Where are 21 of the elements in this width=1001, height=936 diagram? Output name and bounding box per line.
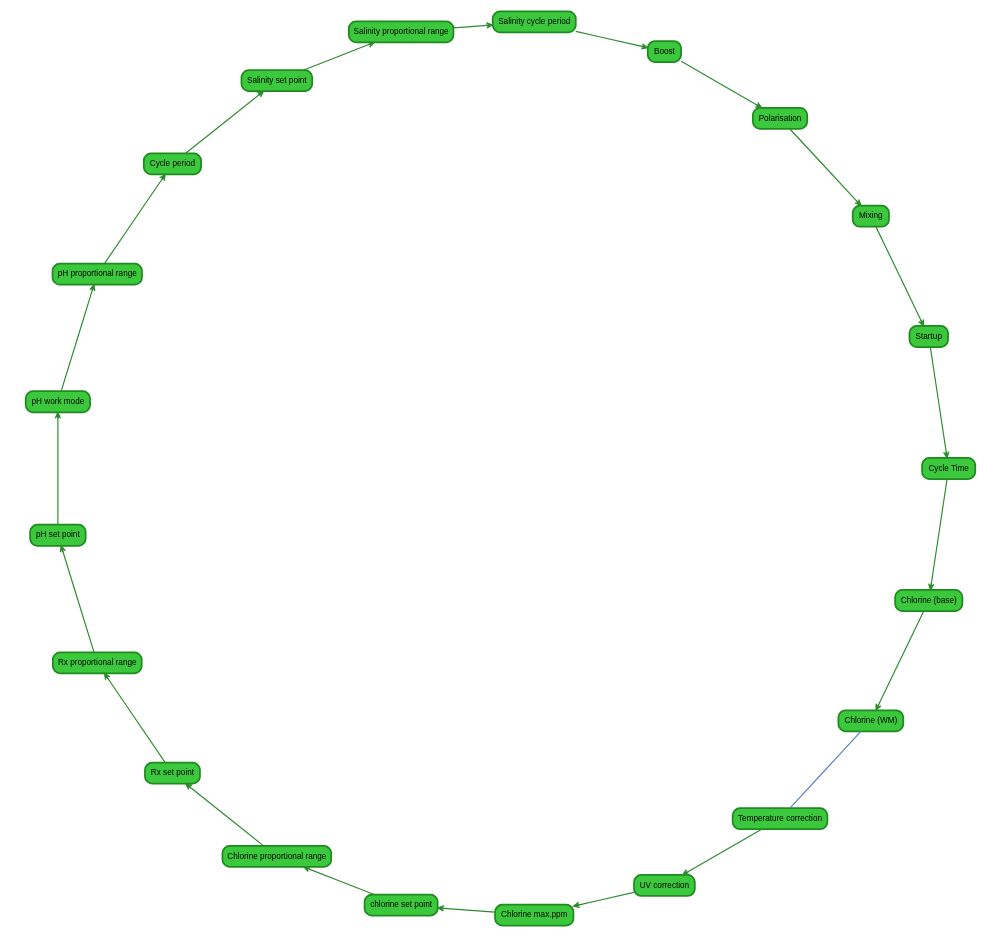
arrow: [303, 41, 375, 71]
arrow: [185, 90, 265, 154]
arrow: [185, 782, 265, 846]
arrow: [103, 173, 166, 264]
arrow: [59, 544, 95, 653]
arrow: [682, 828, 763, 875]
arrow: [789, 127, 862, 206]
arrow: [928, 478, 948, 590]
arrow: [929, 346, 950, 458]
arrow: [575, 30, 649, 50]
arrow: [103, 672, 166, 763]
connector: [789, 730, 862, 809]
arrow: [60, 283, 96, 392]
arrow: [54, 411, 62, 525]
arrow: [303, 865, 375, 895]
arrow: [452, 21, 494, 29]
arrow: [437, 904, 496, 913]
arrow: [875, 225, 925, 326]
arrow: [572, 891, 635, 908]
arrow: [680, 60, 763, 108]
arrow: [875, 610, 925, 711]
